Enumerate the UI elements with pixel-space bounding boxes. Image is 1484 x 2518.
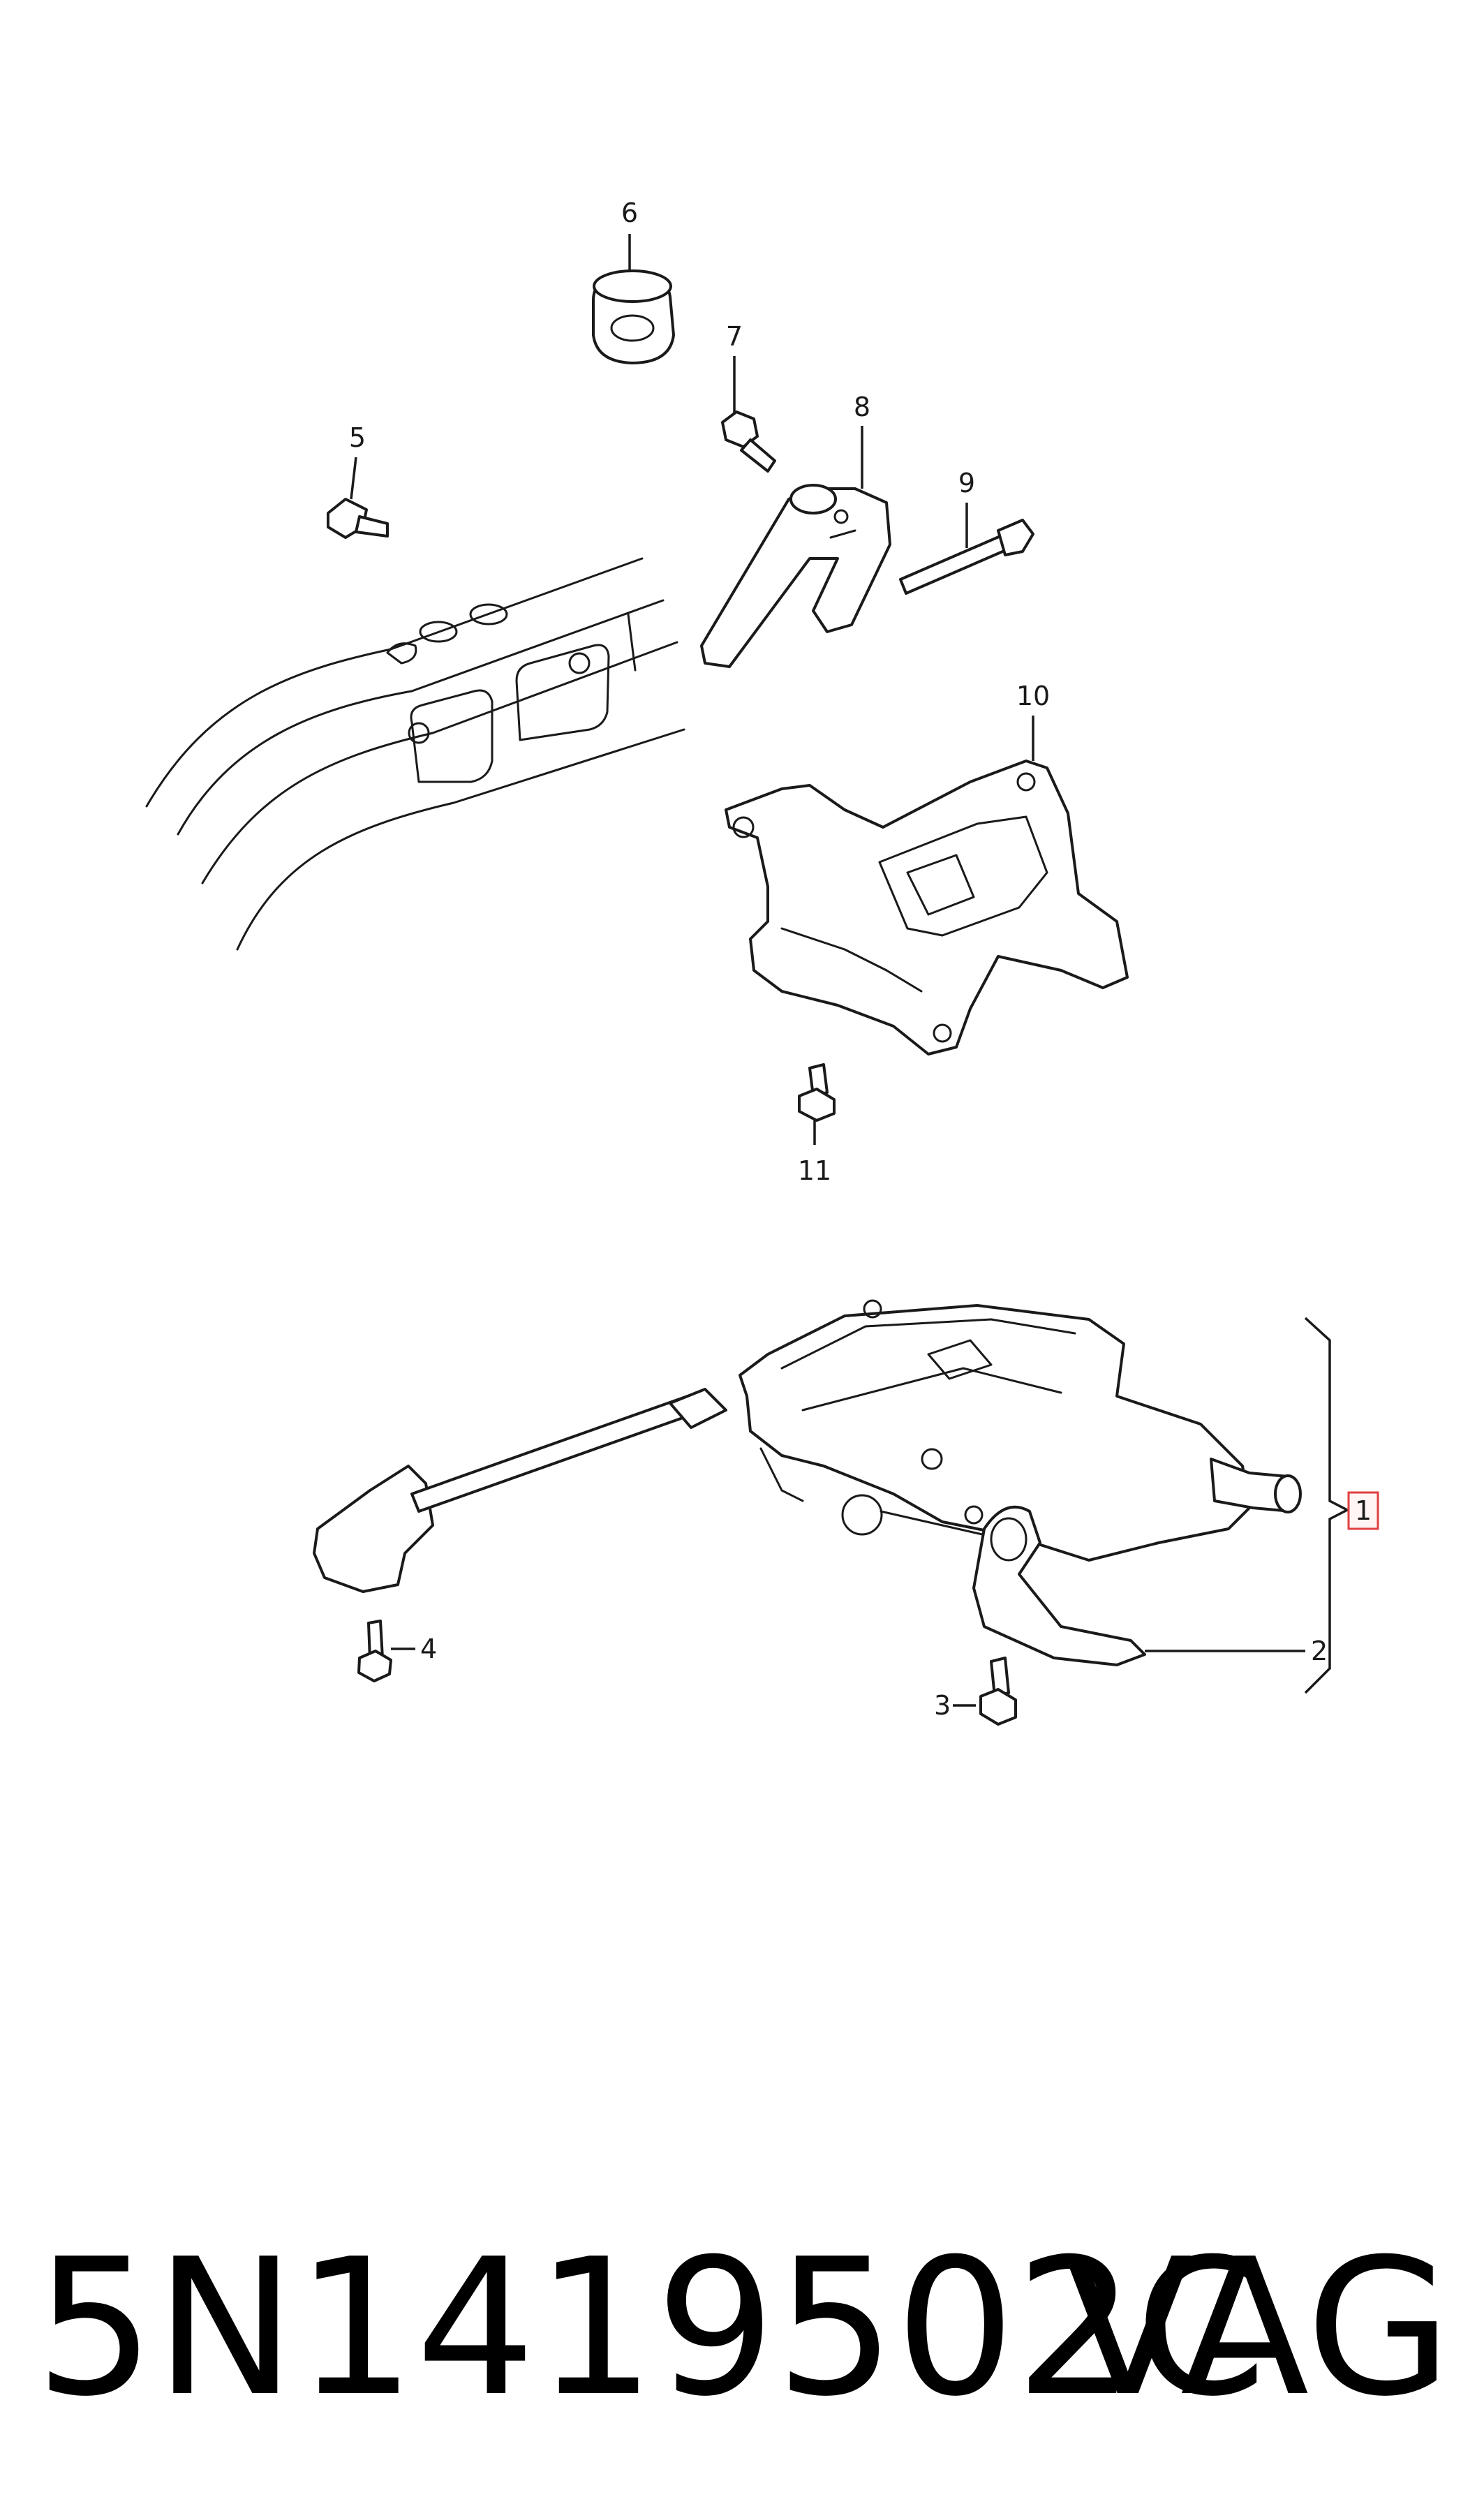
callout-5: 5: [349, 422, 366, 453]
mounting-bracket-part: [725, 760, 1129, 1056]
adjustment-lever-part: [972, 1505, 1146, 1666]
callout-7: 7: [726, 321, 743, 352]
callout-11: 11: [798, 1155, 831, 1186]
callout-6: 6: [621, 198, 638, 228]
bracket-part: [700, 484, 891, 668]
callout-labels: 6 7 8 5 9 10 11 4 3 2 1: [349, 198, 1379, 1721]
steering-column-assembly: [313, 1299, 1302, 1593]
callout-1: 1: [1355, 1495, 1372, 1526]
callout-2: 2: [1311, 1636, 1328, 1666]
leader-lines: [350, 234, 1350, 1707]
callout-9: 9: [958, 468, 975, 498]
maker-name: VAG: [1063, 2218, 1452, 2438]
bolt-part-3: [979, 1657, 1017, 1726]
bolt-part-4: [357, 1620, 392, 1682]
caption-bar: 5N1419502C VAG: [35, 2213, 1452, 2443]
long-bolt-part: [899, 519, 1034, 595]
bolt-part-5: [327, 498, 389, 539]
callout-3: 3: [934, 1690, 951, 1721]
callout-4: 4: [420, 1634, 437, 1664]
bolt-part-7: [721, 410, 776, 473]
cross-member-outline: [145, 557, 685, 951]
callout-8: 8: [854, 392, 870, 422]
callout-1-highlight-box: [1347, 1491, 1379, 1530]
part-number: 5N1419502C: [35, 2218, 1267, 2438]
grommet-part: [592, 269, 675, 364]
bolt-part-11: [798, 1063, 836, 1122]
callout-10: 10: [1016, 681, 1050, 711]
